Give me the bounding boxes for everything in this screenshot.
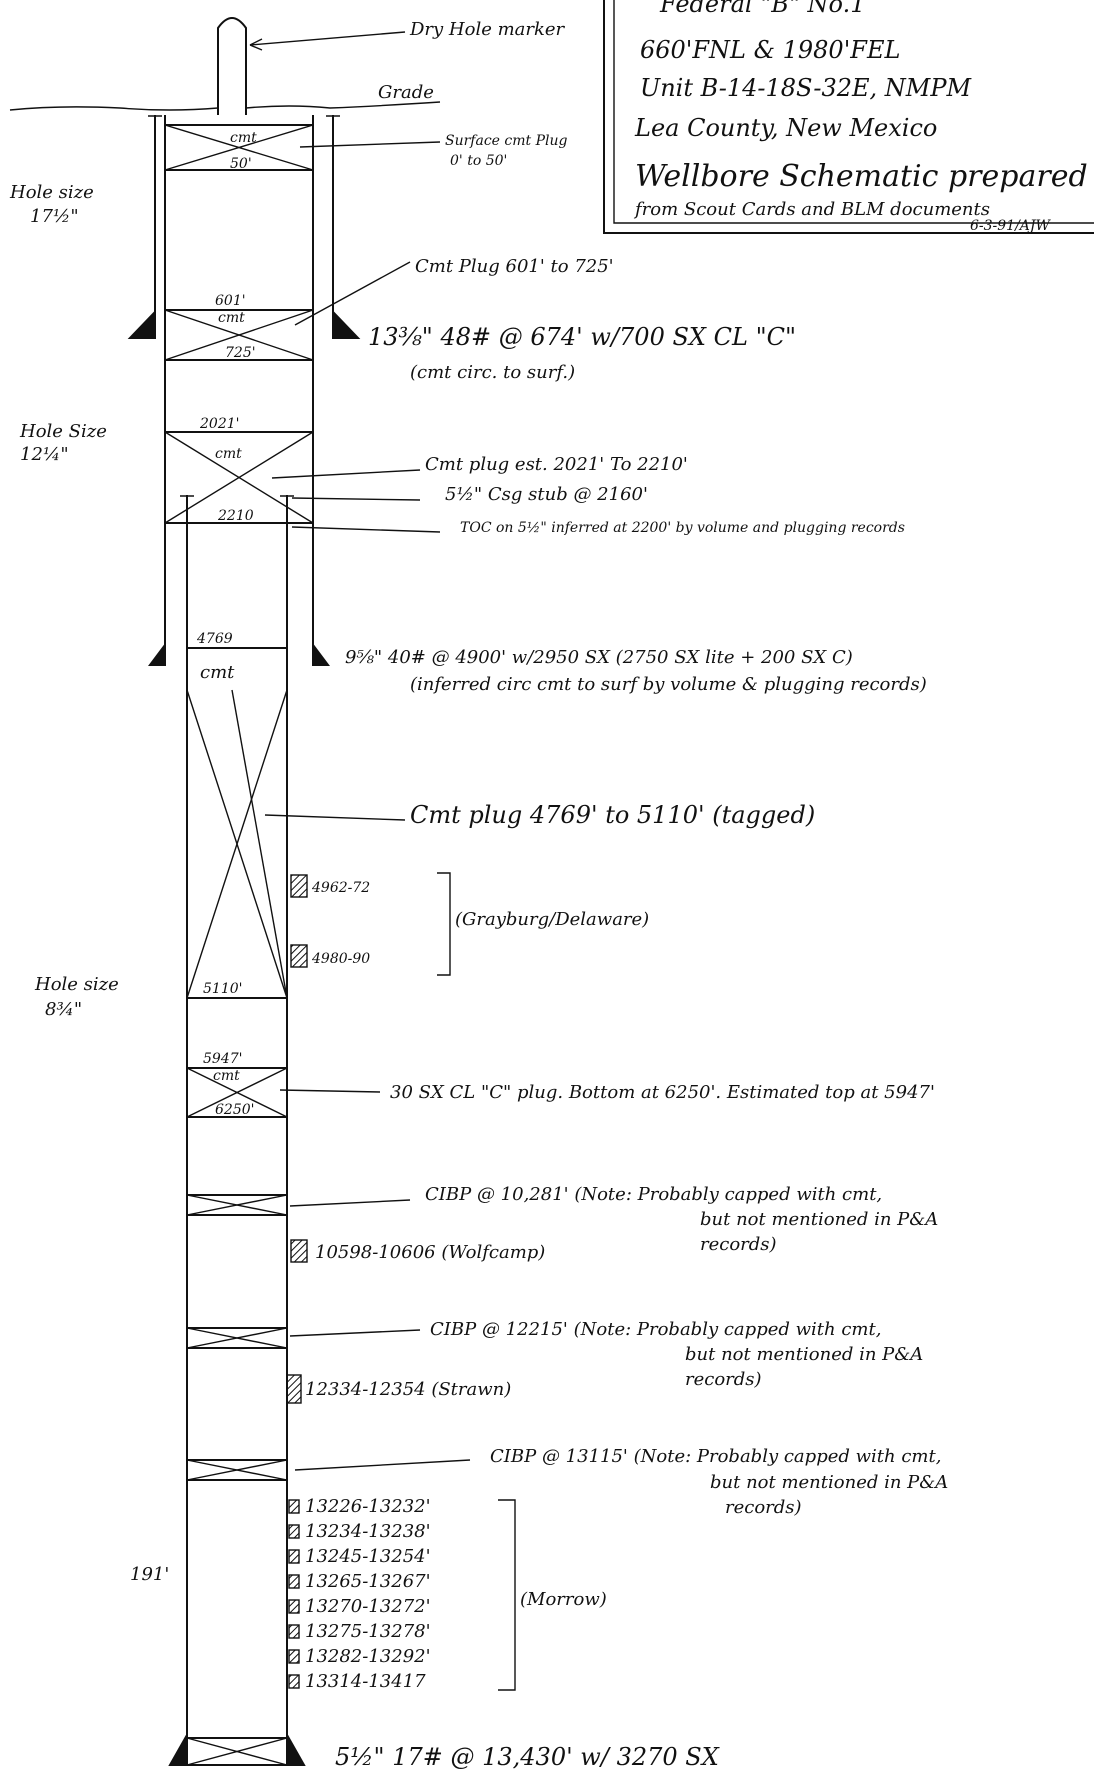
plug-4769-top: 4769 [196,631,233,647]
morrow-perf-2: 13234-13238' [305,1521,431,1542]
morrow-label: (Morrow) [520,1589,607,1610]
surface-plug: cmt 50' Surface cmt Plug 0' to 50' [164,124,568,172]
grade-line: Grade [9,82,441,111]
header-line-2: 660'FNL & 1980'FEL [640,36,900,64]
production-casing [168,495,306,1766]
hole-size-label-2: Hole Size [19,421,107,442]
hole-size-value-2: 12¼" [20,444,69,465]
bottom-plug [186,1737,288,1766]
plug-4769-5110: 4769 cmt 5110' Cmt plug 4769' to 5110' (… [186,631,815,999]
morrow-perf-5: 13270-13272' [305,1596,431,1617]
plug-5947-cmt: cmt [213,1068,240,1084]
hole-size-value-1: 17½" [30,206,79,227]
plug-2021-top: 2021' [199,416,239,432]
td-label: 191' [130,1564,169,1585]
plug-2021-bottom: 2210 [217,508,254,524]
production-casing-note: 5½" 17# @ 13,430' w/ 3270 SX [335,1743,720,1771]
plug-601-bottom: 725' [225,345,256,361]
hole-size-value-3: 8¾" [45,999,82,1020]
header-line-1: Federal "B" No.1 [659,0,865,18]
morrow-perf-6: 13275-13278' [305,1621,431,1642]
strawn-label: 12334-12354 (Strawn) [305,1379,511,1400]
strawn-perf [286,1374,302,1404]
plug-2021-cmt: cmt [215,446,242,462]
cibp-2-line-1: CIBP @ 12215' (Note: Probably capped wit… [430,1319,881,1340]
cibp-1-line-2: but not mentioned in P&A [700,1209,938,1230]
plug-4769-cmt: cmt [200,662,235,683]
plug-601-top: 601' [215,293,246,309]
morrow-perf-3: 13245-13254' [305,1546,431,1567]
cibp-3-line-1: CIBP @ 13115' (Note: Probably capped wit… [490,1446,941,1467]
grayburg-perf-2: 4980-90 [311,951,370,967]
cibp-1-line-3: records) [700,1234,777,1255]
plug-5947-6250: 5947' cmt 6250' 30 SX CL "C" plug. Botto… [186,1051,935,1118]
hole-size-label-1: Hole size [9,182,94,203]
header-line-5: Wellbore Schematic prepared [635,159,1088,194]
csg-stub-note: 5½" Csg stub @ 2160' [445,484,648,505]
surface-plug-note-1: Surface cmt Plug [445,133,568,149]
grade-label: Grade [378,82,434,103]
grayburg-perfs: 4962-72 4980-90 (Grayburg/Delaware) [290,872,649,976]
cibp-2-line-3: records) [685,1369,762,1390]
header-line-6: from Scout Cards and BLM documents [633,199,990,220]
surface-casing-note-2: (cmt circ. to surf.) [410,362,575,383]
morrow-perf-8: 13314-13417 [305,1671,426,1692]
header-line-7: 6-3-91/AJW [970,218,1052,234]
wolfcamp-perf [290,1239,308,1263]
hole-size-label-3: Hole size [34,974,119,995]
cibp-12215: CIBP @ 12215' (Note: Probably capped wit… [186,1319,923,1390]
intermediate-casing [148,115,330,666]
plug-5947-top: 5947' [203,1051,242,1067]
morrow-perf-7: 13282-13292' [305,1646,431,1667]
header-line-3: Unit B-14-18S-32E, NMPM [640,74,972,102]
surface-plug-bottom: 50' [230,156,252,172]
plug-4769-note: Cmt plug 4769' to 5110' (tagged) [410,801,815,829]
inter-casing-note-1: 9⅝" 40# @ 4900' w/2950 SX (2750 SX lite … [345,647,853,668]
header-line-4: Lea County, New Mexico [634,114,937,142]
header-box: Federal "B" No.1 660'FNL & 1980'FEL Unit… [603,0,1094,234]
morrow-perf-1: 13226-13232' [305,1496,431,1517]
surface-plug-note-2: 0' to 50' [450,153,507,169]
cibp-3-line-2: but not mentioned in P&A [710,1472,948,1493]
surface-casing [127,115,361,339]
toc-note: TOC on 5½" inferred at 2200' by volume a… [460,520,905,536]
plug-5947-note: 30 SX CL "C" plug. Bottom at 6250'. Esti… [390,1082,935,1103]
wolfcamp-label: 10598-10606 (Wolfcamp) [315,1242,545,1263]
plug-601-725: 601' cmt 725' Cmt Plug 601' to 725' [164,256,614,361]
plug-601-cmt: cmt [218,310,245,326]
surface-casing-note-1: 13⅜" 48# @ 674' w/700 SX CL "C" [368,323,796,351]
cibp-13115: CIBP @ 13115' (Note: Probably capped wit… [186,1446,948,1518]
grayburg-label: (Grayburg/Delaware) [455,909,649,930]
inter-casing-note-2: (inferred circ cmt to surf by volume & p… [410,674,927,695]
cibp-10281: CIBP @ 10,281' (Note: Probably capped wi… [186,1184,938,1255]
plug-2021-note: Cmt plug est. 2021' To 2210' [425,454,688,475]
surface-plug-cmt: cmt [230,130,257,146]
plug-2021-2210: 2021' cmt 2210 Cmt plug est. 2021' To 22… [164,416,688,524]
plug-601-note: Cmt Plug 601' to 725' [415,256,614,277]
plug-4769-bottom: 5110' [203,981,242,997]
dry-hole-marker: Dry Hole marker [217,17,566,115]
plug-5947-bottom: 6250' [215,1102,254,1118]
grayburg-perf-1: 4962-72 [311,880,370,896]
cibp-3-line-3: records) [725,1497,802,1518]
cibp-2-line-2: but not mentioned in P&A [685,1344,923,1365]
cibp-1-line-1: CIBP @ 10,281' (Note: Probably capped wi… [425,1184,882,1205]
dry-hole-marker-label: Dry Hole marker [409,19,566,40]
morrow-perfs: 13226-13232' 13234-13238' 13245-13254' 1… [288,1496,607,1692]
morrow-perf-4: 13265-13267' [305,1571,431,1592]
